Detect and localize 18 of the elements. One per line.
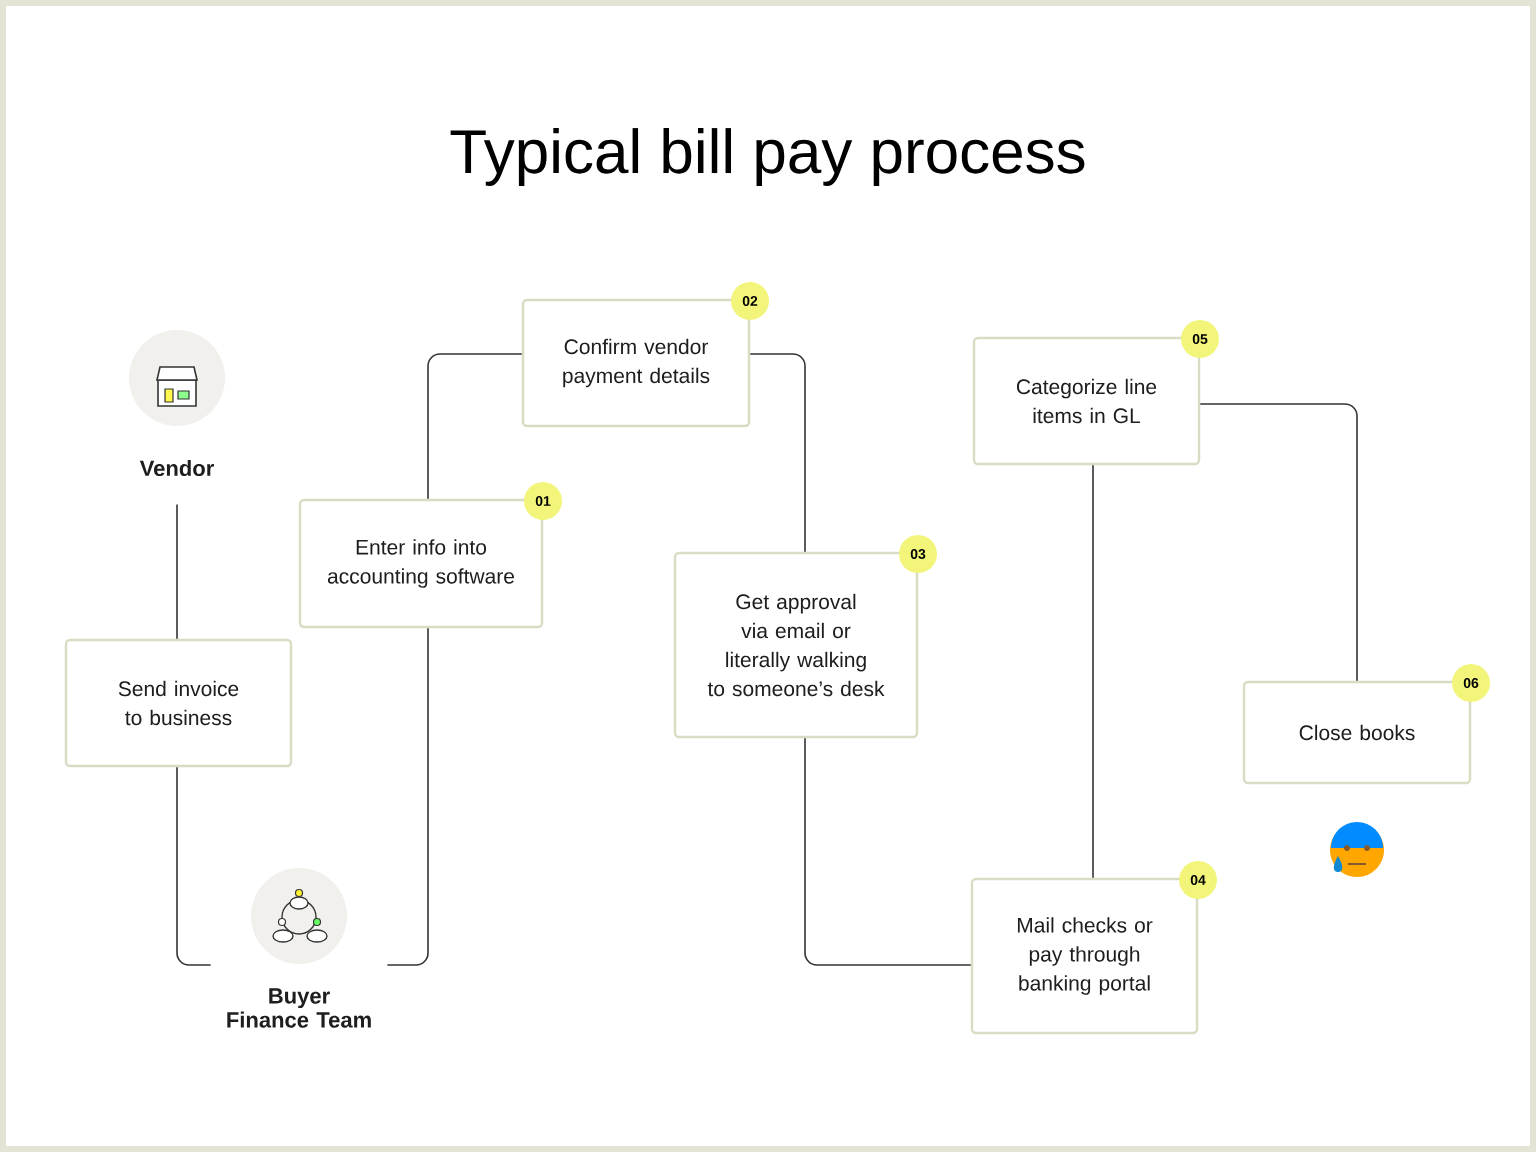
connector-line bbox=[1199, 403, 1358, 682]
step-badge: 06 bbox=[1452, 664, 1490, 702]
process-box: Send invoice to business bbox=[64, 638, 293, 768]
connector-line bbox=[1092, 464, 1094, 879]
connector-line bbox=[804, 737, 972, 966]
step-badge: 03 bbox=[899, 535, 937, 573]
connector-line bbox=[427, 353, 523, 500]
step-badge: 05 bbox=[1181, 320, 1219, 358]
step-badge: 02 bbox=[731, 282, 769, 320]
connector-line bbox=[749, 353, 806, 553]
title: Typical bill pay process bbox=[450, 128, 1085, 186]
node-label: Buyer Finance Team bbox=[227, 988, 371, 1028]
connector-line bbox=[176, 503, 178, 640]
node-label: Vendor bbox=[139, 459, 214, 477]
step-badge: 04 bbox=[1179, 861, 1217, 899]
connector-line bbox=[176, 766, 212, 966]
connector-line bbox=[386, 627, 429, 966]
step-badge: 01 bbox=[524, 482, 562, 520]
